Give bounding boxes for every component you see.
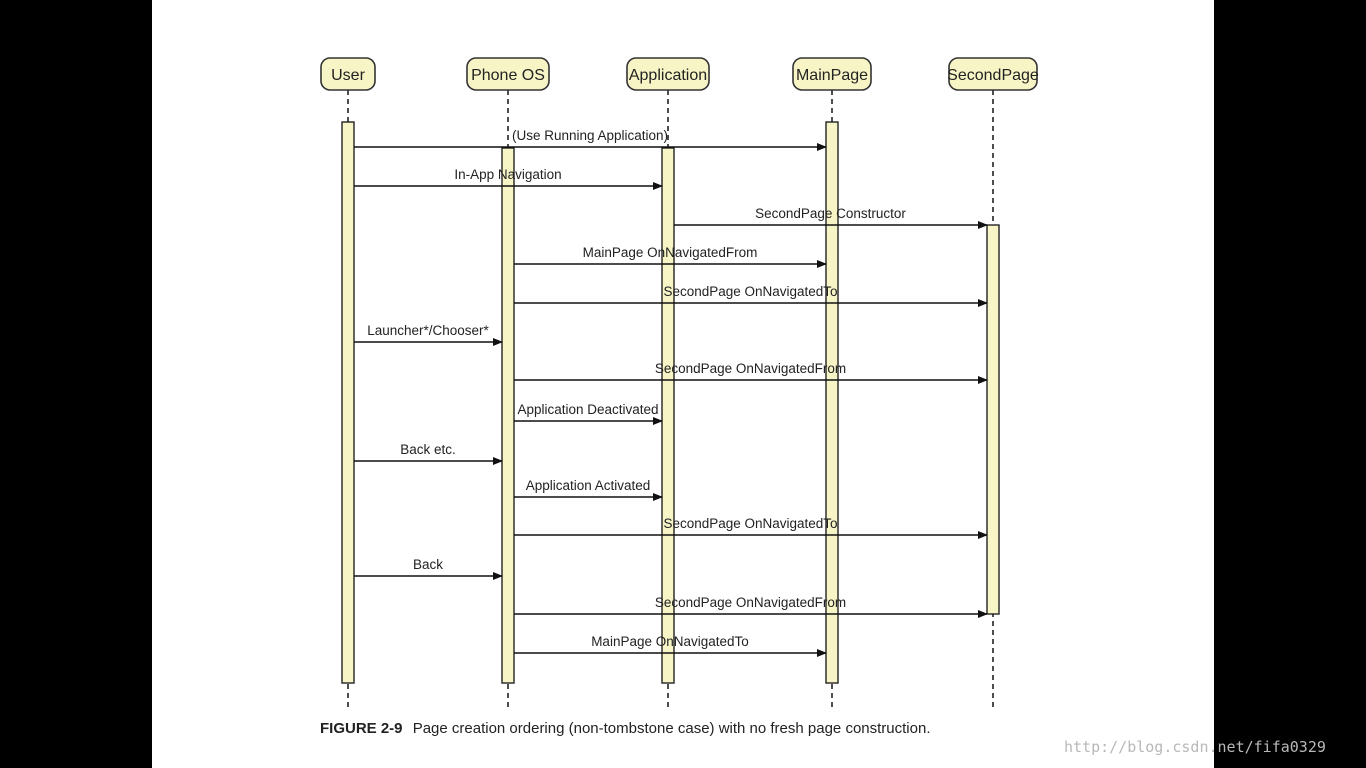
message-label: Back	[413, 557, 443, 572]
activation-bar-user	[341, 121, 355, 684]
actor-secondpage: SecondPage	[947, 57, 1039, 91]
message-1: (Use Running Application)	[354, 128, 827, 151]
message-4: MainPage OnNavigatedFrom	[514, 245, 827, 268]
activation-bar-mainpage	[825, 121, 839, 684]
watermark-url: http://blog.csdn.net/fifa0329	[1064, 738, 1326, 756]
message-label: SecondPage OnNavigatedTo	[663, 516, 837, 531]
message-label: In-App Navigation	[454, 167, 561, 182]
message-14: MainPage OnNavigatedTo	[514, 634, 827, 657]
actor-box-secondpage	[948, 57, 1038, 91]
actor-application: Application	[626, 57, 710, 91]
message-13: SecondPage OnNavigatedFrom	[514, 595, 988, 618]
message-label: Back etc.	[400, 442, 456, 457]
message-label: Application Activated	[526, 478, 651, 493]
message-label: Launcher*/Chooser*	[367, 323, 489, 338]
message-label: Application Deactivated	[517, 402, 658, 417]
actor-label-phone-os: Phone OS	[471, 67, 545, 84]
actor-label-secondpage: SecondPage	[947, 67, 1039, 84]
actor-user: User	[320, 57, 376, 91]
message-label: (Use Running Application)	[512, 128, 668, 143]
figure-caption: FIGURE 2-9 Page creation ordering (non-t…	[320, 720, 930, 737]
message-6: Launcher*/Chooser*	[354, 323, 503, 346]
actor-box-phone-os	[466, 57, 550, 91]
actor-box-user	[320, 57, 376, 91]
message-label: SecondPage OnNavigatedFrom	[655, 595, 846, 610]
actor-label-user: User	[331, 67, 365, 84]
message-9: Back etc.	[354, 442, 503, 465]
figure-caption-text: Page creation ordering (non-tombstone ca…	[412, 720, 931, 737]
actor-phone-os: Phone OS	[466, 57, 550, 91]
actor-label-application: Application	[629, 67, 707, 84]
activation-bar-phone-os	[501, 147, 515, 684]
actor-label-mainpage: MainPage	[796, 67, 868, 84]
message-7: SecondPage OnNavigatedFrom	[514, 361, 988, 384]
activation-bar-application	[661, 147, 675, 684]
message-label: MainPage OnNavigatedFrom	[583, 245, 758, 260]
message-label: SecondPage OnNavigatedTo	[663, 284, 837, 299]
message-8: Application Deactivated	[514, 402, 663, 425]
message-12: Back	[354, 557, 503, 580]
actor-mainpage: MainPage	[792, 57, 872, 91]
message-10: Application Activated	[514, 478, 663, 501]
message-11: SecondPage OnNavigatedTo	[514, 516, 988, 539]
message-label: MainPage OnNavigatedTo	[591, 634, 749, 649]
message-label: SecondPage OnNavigatedFrom	[655, 361, 846, 376]
message-5: SecondPage OnNavigatedTo	[514, 284, 988, 307]
actor-box-mainpage	[792, 57, 872, 91]
actor-box-application	[626, 57, 710, 91]
message-3: SecondPage Constructor	[674, 206, 988, 229]
figure-number: FIGURE 2-9	[320, 720, 403, 737]
message-2: In-App Navigation	[354, 167, 663, 190]
message-label: SecondPage Constructor	[755, 206, 906, 221]
activation-bar-secondpage	[986, 224, 1000, 615]
